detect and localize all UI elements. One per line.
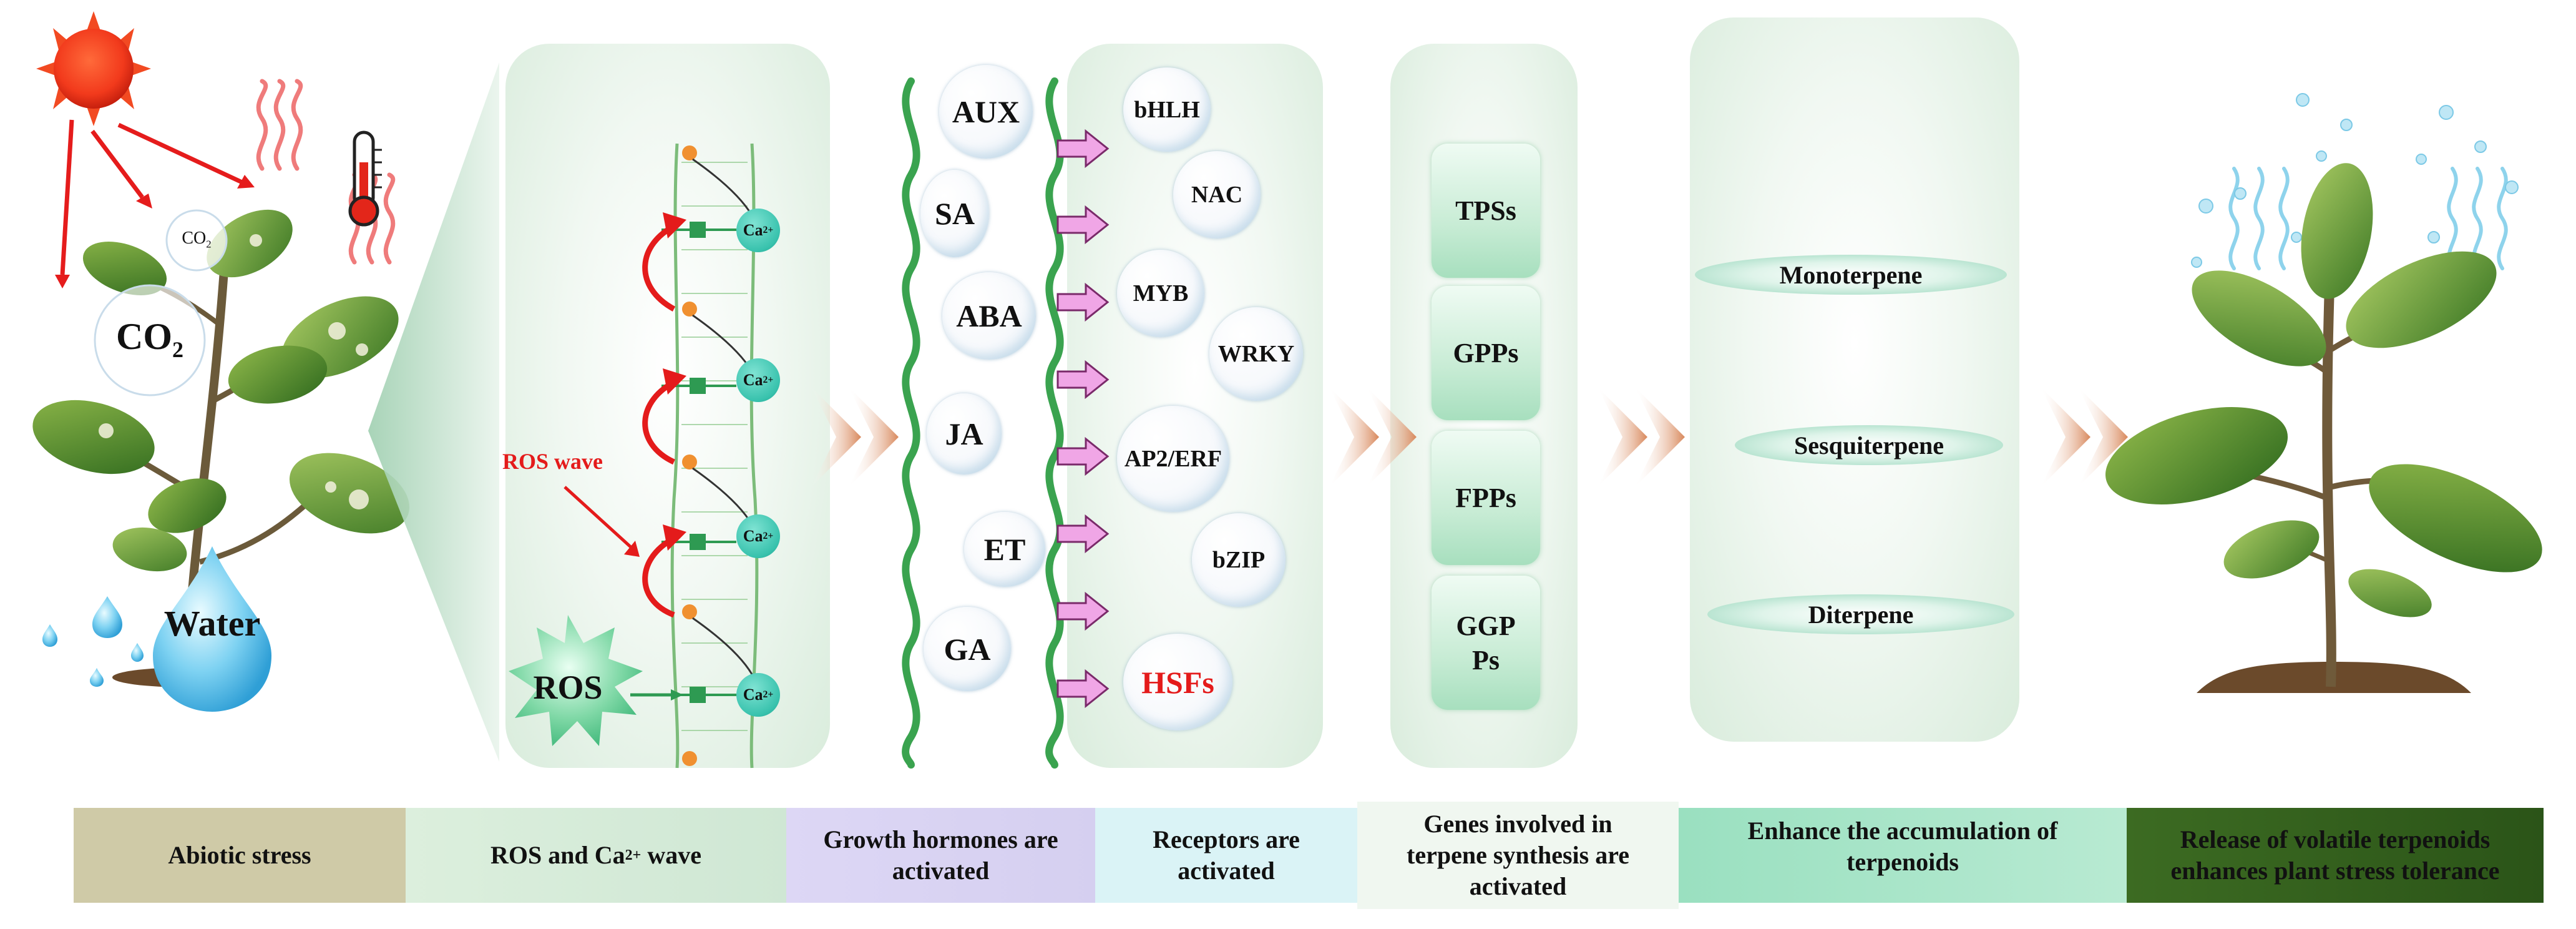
volatile-emission-icon (2228, 167, 2508, 270)
pink-arrows (1056, 129, 1110, 709)
hormone-ja: JA (927, 393, 1002, 474)
band-abiotic-stress: Abiotic stress (74, 808, 406, 903)
chevron-arrow-4 (2041, 387, 2128, 487)
co2-large-label: CO2 (116, 316, 183, 362)
water-label: Water (163, 603, 261, 644)
co2-small-label: CO2 (182, 229, 212, 250)
ros-wave-label: ROS wave (502, 449, 603, 474)
gene-ggpps: GGP Ps (1432, 576, 1540, 710)
vapor-droplets (2191, 93, 2519, 268)
hormone-aba: ABA (942, 272, 1036, 360)
dna-strands (902, 77, 1064, 769)
ros-wave-pointer-arrow (564, 486, 640, 557)
co2-bubble-large (94, 284, 206, 396)
healthy-plant-image (2105, 163, 2542, 693)
terpene-diterpene: Diterpene (1707, 594, 2014, 634)
co2-bubble-small (165, 209, 228, 272)
terpene-sesquiterpene: Sesquiterpene (1735, 425, 2003, 465)
terpene-monoterpene: Monoterpene (1695, 255, 2007, 295)
band-enhance-terpenoids: Enhance the accumulation of terpenoids (1679, 808, 2127, 903)
chevron-arrow-3 (1598, 387, 1685, 487)
ros-to-membrane-arrow (630, 689, 683, 700)
gene-fpps: FPPs (1432, 431, 1540, 565)
band-volatile-release: Release of volatile terpenoids enhances … (2127, 808, 2544, 903)
tf-wrky: WRKY (1209, 307, 1303, 401)
band-genes-activated: Genes involved in terpene synthesis are … (1357, 802, 1679, 909)
tf-bzip: bZIP (1192, 513, 1286, 607)
hormone-sa: SA (920, 170, 989, 257)
band-growth-hormones: Growth hormones are activated (786, 808, 1095, 903)
sun-icon (36, 11, 151, 126)
chevron-arrow-1 (811, 387, 899, 487)
sun-ray-arrows (55, 119, 255, 288)
hormone-ga: GA (924, 607, 1011, 691)
tf-ap2-erf: AP2/ERF (1117, 406, 1229, 512)
tf-bhlh: bHLH (1123, 67, 1211, 152)
ros-wave-arrows (642, 212, 686, 618)
water-drop-icon (42, 546, 271, 712)
chevron-arrow-2 (1329, 387, 1417, 487)
gene-tpss: TPSs (1432, 144, 1540, 278)
hormone-et: ET (964, 512, 1045, 587)
band-receptors: Receptors are activated (1095, 808, 1357, 903)
tf-nac: NAC (1173, 151, 1261, 238)
tf-hsfs: HSFs (1123, 634, 1232, 730)
gene-gpps: GPPs (1432, 286, 1540, 420)
tf-myb: MYB (1117, 250, 1204, 337)
thermometer-icon (348, 130, 382, 227)
ros-label: ROS (533, 669, 603, 706)
hormone-aux: AUX (939, 65, 1033, 159)
ros-burst-icon (509, 615, 643, 746)
funnel-shape (368, 62, 499, 762)
